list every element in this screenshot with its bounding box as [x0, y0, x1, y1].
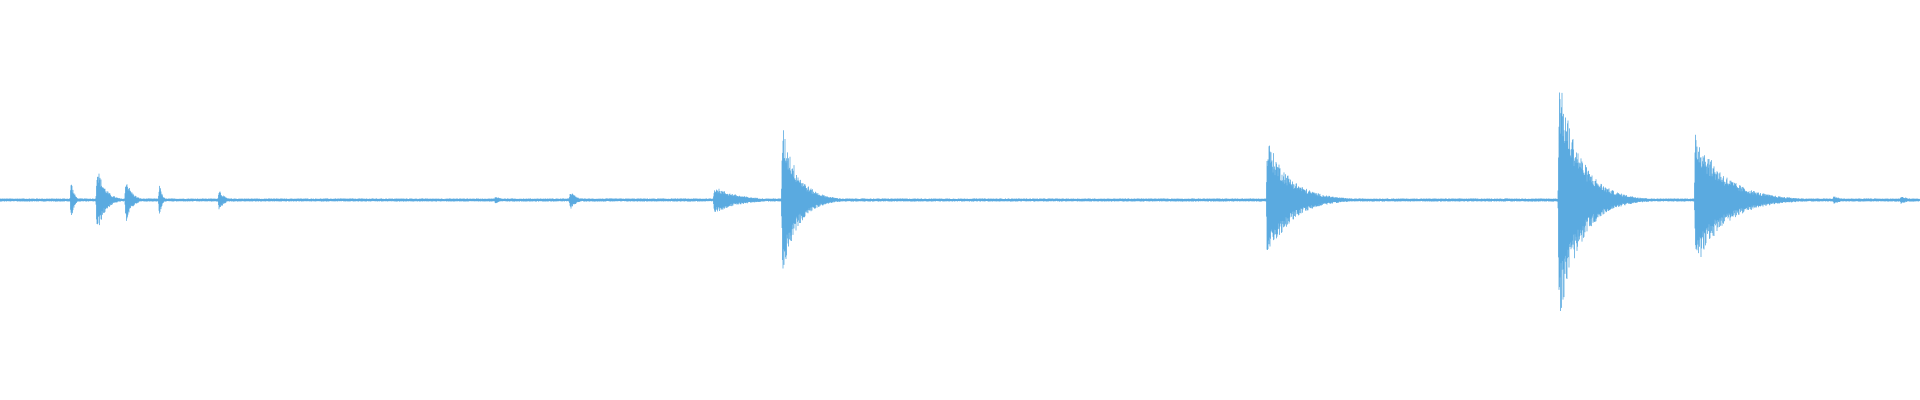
waveform-trace — [0, 92, 1920, 311]
